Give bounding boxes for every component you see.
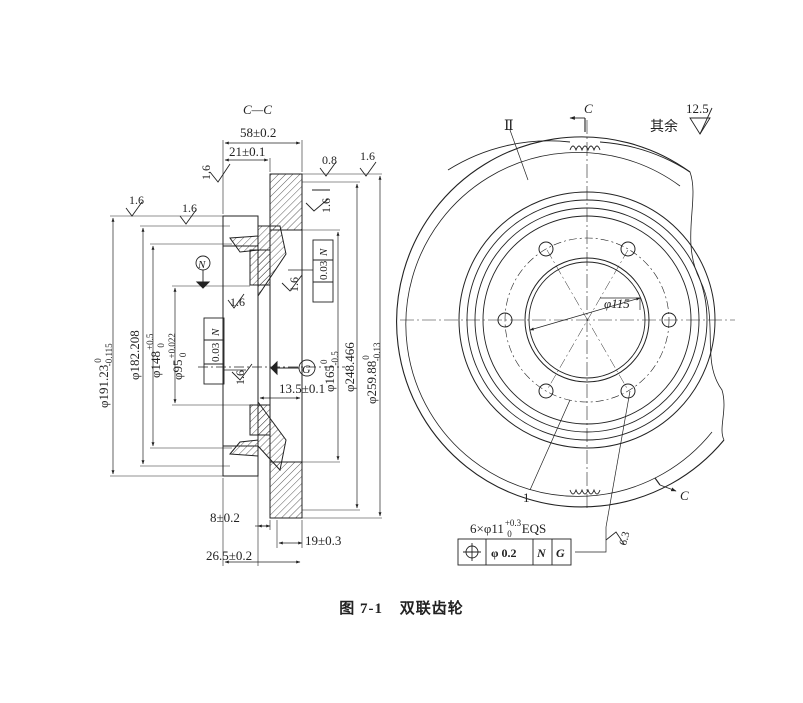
hub-lower xyxy=(249,404,271,436)
bolt-hole xyxy=(620,241,636,257)
front-view xyxy=(396,107,735,566)
ring-1 xyxy=(458,191,716,449)
runout-right-value: 0.03 xyxy=(318,260,330,280)
section-view-text: C—C 58±0.2 21±0.1 0.8 1.6 1.6 1.6 1.6 1.… xyxy=(93,102,382,563)
figure-title: 双联齿轮 xyxy=(399,601,464,617)
others-value: 12.5 xyxy=(686,101,709,116)
runout-right-datum: N xyxy=(318,248,330,257)
section-view xyxy=(110,140,382,566)
dim-19: 19±0.3 xyxy=(305,533,341,548)
dim-248: φ248.466 xyxy=(342,342,357,392)
dim-21: 21±0.1 xyxy=(229,144,265,159)
others-label: 其余 xyxy=(650,118,678,135)
arrow-label-top: C xyxy=(584,101,593,116)
figure-caption: 图 7-1 双联齿轮 xyxy=(0,597,803,618)
dim-259: φ259.880-0.13 xyxy=(361,342,382,404)
bolt-hole xyxy=(497,312,513,328)
ring-2 xyxy=(466,199,708,441)
fcf-datum-1: N xyxy=(536,546,547,560)
bolt-hole xyxy=(538,383,554,399)
roughness-left-1: 1.6 xyxy=(199,165,213,180)
dim-26-5: 26.5±0.2 xyxy=(206,548,252,563)
dim-165: φ1650-0.5 xyxy=(319,351,340,392)
runout-frame-left xyxy=(203,317,225,385)
dim-115: φ115 xyxy=(604,296,630,311)
roughness-a: 1.6 xyxy=(129,193,144,207)
dim-148: φ148+0.50 xyxy=(145,333,166,378)
bolt-circle xyxy=(504,237,670,403)
hub-upper xyxy=(249,249,271,286)
dim-182: φ182.208 xyxy=(127,330,142,380)
dim-8: 8±0.2 xyxy=(210,510,240,525)
dim-191: φ191.230-0.115 xyxy=(93,343,114,408)
roughness-top-0-8: 0.8 xyxy=(322,153,337,167)
roughness-hole: 6.3 xyxy=(617,530,632,547)
runout-left-datum: N xyxy=(210,328,222,337)
figure-number: 图 7-1 xyxy=(339,601,383,617)
arabic-1-label: 1 xyxy=(523,490,530,505)
dim-95: φ95+0.0220 xyxy=(167,333,188,380)
roughness-top-1-6: 1.6 xyxy=(360,149,375,163)
datum-n-letter: N xyxy=(197,259,206,271)
small-gear-hatch-lower xyxy=(228,439,259,457)
ring-4 xyxy=(482,215,692,425)
position-fcf xyxy=(457,538,572,566)
roughness-b: 1.6 xyxy=(182,201,197,215)
rim-lower xyxy=(269,461,303,519)
roughness-e: 1.6 xyxy=(230,295,245,309)
roman-2-label: Ⅱ xyxy=(504,119,514,134)
bolt-hole xyxy=(538,241,554,257)
runout-left-value: 0.03 xyxy=(210,342,222,362)
fcf-datum-2: G xyxy=(556,546,565,560)
outer-gear-arc xyxy=(396,136,725,508)
datum-g-letter: G xyxy=(302,362,311,376)
ring-bore-outer xyxy=(524,257,650,383)
arrow-label-bottom: C xyxy=(680,488,689,503)
dim-13-5: 13.5±0.1 xyxy=(279,381,325,396)
rim-upper xyxy=(269,173,303,231)
bolt-hole xyxy=(661,312,677,328)
dim-58: 58±0.2 xyxy=(240,125,276,140)
fcf-tolerance: φ 0.2 xyxy=(491,546,517,560)
roughness-d: 1.6 xyxy=(287,277,301,292)
ring-bore xyxy=(528,261,646,379)
section-label: C—C xyxy=(243,102,272,117)
ring-3 xyxy=(474,207,700,433)
bolt-hole xyxy=(620,383,636,399)
roughness-c: 1.6 xyxy=(319,198,333,213)
runout-frame-right xyxy=(312,239,334,303)
roughness-f: 1.6 xyxy=(233,370,247,385)
